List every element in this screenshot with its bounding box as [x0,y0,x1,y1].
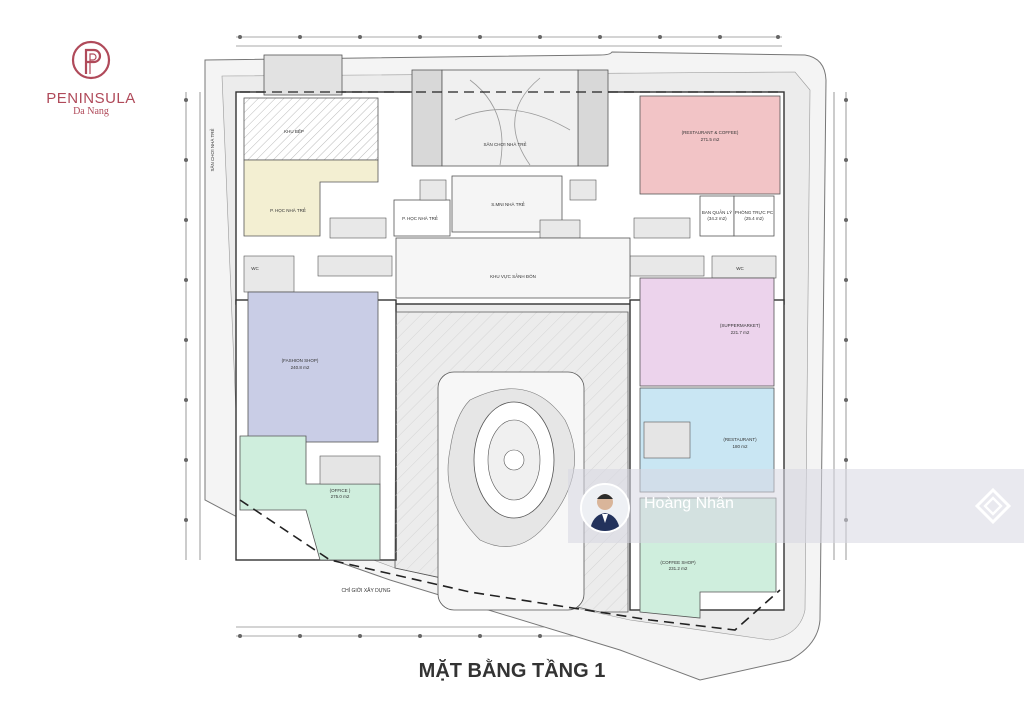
core-blocks [243,179,777,293]
label-kitchen: KHU BẾP [284,128,304,134]
label-lobby: KHU VỰC SẢNH ĐÓN [490,273,536,279]
restaurant-coffee-room [639,95,781,195]
label-build-line: CHỈ GIỚI XÂY DỰNG [341,587,390,594]
classroom-mid [393,199,451,237]
north-stair-right [577,69,609,167]
build-line [239,499,781,631]
label-restaurant-area: 180 m2 [732,444,748,449]
brand-logo: PENINSULA Da Nang [36,38,146,117]
management-room [699,195,735,237]
label-classroom-mid: P. HỌC NHÀ TRẺ [402,215,438,221]
label-wc-right: WC [736,266,744,271]
label-supermarket: (SUPPERMARKET) [720,323,761,328]
north-stair-left [411,69,443,167]
label-wc-left: WC [251,266,259,271]
label-office-area: 275.0 m2 [331,494,350,499]
watermark-name: Hoàng Nhân [644,495,734,512]
plan-title: MẶT BẰNG TẦNG 1 [418,660,606,682]
label-restaurant: (RESTAURANT) [723,437,757,442]
person-icon [582,485,628,531]
supermarket-room [639,277,775,387]
fashion-shop-room [247,291,379,443]
brand-subtitle: Da Nang [73,106,109,117]
north-ramp [263,54,343,96]
label-playground: SÂN CHƠI NHÀ TRẺ [483,141,526,147]
label-daycare: S.MNI NHÀ TRẺ [491,201,524,207]
label-restaurant-coffee-area: 271.5 m2 [701,137,720,142]
label-office: (OFFICE ) [330,488,351,493]
watermark-banner: Hoàng Nhân [568,469,1024,543]
label-coffee: (COFFEE SHOP) [660,560,696,565]
label-fashion: (FASHION SHOP) [282,358,319,363]
grid-markers [184,35,848,638]
peninsula-logo-icon [71,40,111,80]
label-management: BAN QUẢN LÝ [702,209,732,215]
label-fire-room: PHÒNG TRỰC PC [735,209,774,215]
label-playground-side: SÂN CHƠI NHÀ TRẺ [209,128,215,171]
label-supermarket-area: 221.7 m2 [731,330,750,335]
fountain-center [503,449,525,471]
avatar [580,483,630,533]
label-coffee-area: 231.2 m2 [669,566,688,571]
label-classroom-left: P. HỌC NHÀ TRẺ [270,207,306,213]
fire-room [733,195,775,237]
label-restaurant-coffee: (RESTAURANT & COFFEE) [682,130,739,135]
label-fire-room-area: (25.4 m2) [744,216,764,221]
brand-name: PENINSULA [46,90,136,107]
classroom-left [243,159,379,237]
playground-area [441,69,579,167]
office-room [239,435,381,561]
label-management-area: (34.2 m2) [707,216,727,221]
label-fashion-area: 240.8 m2 [291,365,310,370]
house-logo-icon [974,487,1012,525]
kitchen-room [243,97,379,161]
lobby-area [395,237,631,299]
